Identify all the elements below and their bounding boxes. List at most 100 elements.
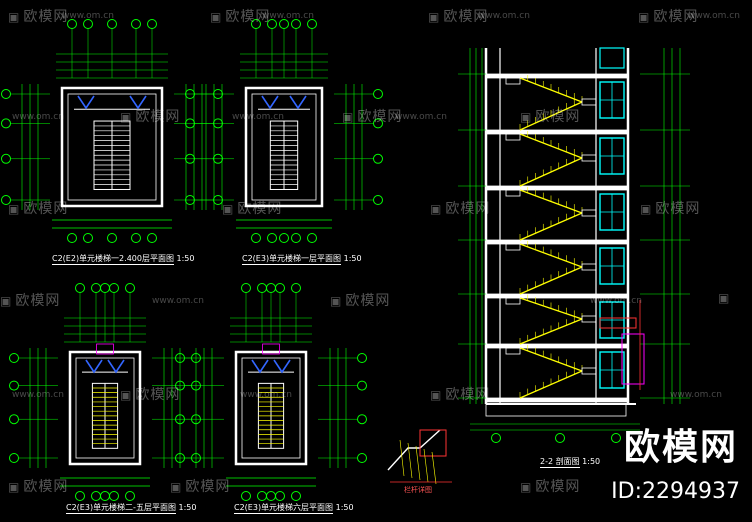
axis-bubble-right (373, 153, 383, 164)
axis-bubble-top (241, 283, 251, 293)
landing (581, 154, 597, 162)
axis-bubble-left (9, 453, 19, 463)
watermark-url: www.om.cn (590, 296, 642, 306)
wall-outline (60, 86, 164, 208)
watermark-text: 欧模网 (357, 109, 403, 125)
detail-hatch (399, 439, 405, 477)
watermark-logo: ▣欧模网 (8, 6, 68, 26)
door-swing (85, 359, 103, 374)
axis-bubble-right (373, 89, 383, 99)
floor-plan (185, 19, 383, 243)
caption-plan-bot-left: C2(E3)单元楼梯二-五层平面图 1:50 (66, 502, 197, 514)
axis-bubble-bottom (131, 233, 141, 243)
landing (505, 297, 521, 305)
axis-bubble-left (9, 353, 19, 363)
axis-bubble-bottom (67, 233, 77, 243)
wall-inner (67, 93, 157, 201)
watermark-logo-icon: ▣ (210, 10, 223, 24)
roof-hatch (96, 343, 114, 355)
axis-bubble-left (185, 195, 195, 205)
watermark-logo: ▣欧模网 (120, 106, 180, 126)
landing (581, 263, 597, 271)
floor-slab (485, 129, 629, 135)
landing (505, 189, 521, 197)
caption-scale: 1:50 (178, 503, 197, 512)
watermark-url: www.om.cn (12, 390, 64, 400)
wall-inner (241, 357, 301, 459)
floor-slab (485, 185, 629, 191)
axis-bubble-left (175, 380, 185, 391)
axis-bubble-right (373, 118, 383, 129)
axis-bubble-bottom (109, 491, 119, 501)
foundation (485, 403, 627, 417)
caption-section: 2-2 剖面图 1:50 (540, 456, 601, 468)
landing (581, 209, 597, 217)
watermark-logo: ▣欧模网 (222, 198, 282, 218)
detail-hatch (407, 442, 413, 479)
landing (505, 347, 521, 355)
landing (581, 367, 597, 375)
caption-detail: 栏杆详图 (404, 486, 432, 494)
watermark-logo-icon: ▣ (428, 10, 441, 24)
watermark-logo-icon: ▣ (120, 110, 133, 124)
watermark-url: www.om.cn (152, 296, 204, 306)
axis-bubble-top (75, 283, 85, 293)
wall-outline (244, 86, 324, 208)
door-swing (273, 359, 291, 374)
watermark-url: www.om.cn (395, 112, 447, 122)
door-swing (107, 359, 125, 374)
watermark-logo-icon: ▣ (430, 388, 443, 402)
railing-detail (387, 429, 452, 485)
floor-plan (9, 283, 201, 501)
caption-plan-bot-mid: C2(E3)单元楼梯六层平面图 1:50 (234, 502, 354, 514)
window-frame (599, 47, 625, 69)
caption-scale: 1:50 (582, 457, 601, 466)
watermark-logo-icon: ▣ (520, 110, 533, 124)
axis-bubble-top (83, 19, 93, 29)
axis-bubble-top (67, 19, 77, 29)
watermark-logo: ▣欧模网 (520, 476, 580, 496)
watermark-logo-icon: ▣ (638, 10, 651, 24)
floor-plan (175, 283, 367, 501)
axis-bubble-top (109, 283, 119, 293)
wall-inner (75, 357, 135, 459)
door-swing (77, 95, 95, 110)
caption-plan-top-mid: C2(E3)单元楼梯一层平面图 1:50 (242, 253, 362, 265)
watermark-text: 欧模网 (655, 201, 701, 217)
brand-id: ID:2294937 (611, 479, 740, 504)
axis-bubble-left (1, 118, 11, 129)
watermark-logo: ▣欧模网 (342, 106, 402, 126)
axis-bubble-top (266, 283, 276, 293)
watermark-logo: ▣欧模网 (640, 198, 700, 218)
wall-inner (251, 93, 317, 201)
watermark-logo: ▣欧模网 (8, 476, 68, 496)
axis-bubble-bottom (275, 491, 285, 501)
landing (581, 98, 597, 106)
caption-text: C2(E2)单元楼梯一2.400层平面图 (52, 254, 174, 265)
entry-door (621, 333, 645, 385)
axis-bubble-left (175, 353, 185, 363)
caption-scale: 1:50 (343, 254, 362, 263)
brand-name: 欧模网 (623, 427, 738, 468)
door-swing (129, 95, 147, 110)
axis-bubble-bottom (251, 233, 261, 243)
watermark-logo: ▣欧模网 (638, 6, 698, 26)
landing (505, 77, 521, 85)
axis-bubble-top (107, 19, 117, 29)
watermark-logo-icon: ▣ (0, 294, 13, 308)
floor-plans (1, 19, 383, 501)
watermark-logo: ▣欧模网 (430, 198, 490, 218)
watermark-text: 欧模网 (135, 109, 181, 125)
axis-bubble-left (9, 380, 19, 391)
axis-bubble-bottom (266, 491, 276, 501)
detail-hatch (423, 448, 429, 483)
watermark-logo-icon: ▣ (222, 202, 235, 216)
axis-bubble-top (291, 283, 301, 293)
axis-bubble-bottom (100, 491, 110, 501)
watermark-logo: ▣欧模网 (520, 106, 580, 126)
watermark-text: 欧模网 (23, 479, 69, 495)
caption-scale: 1:50 (335, 503, 354, 512)
axis-bubble-top (131, 19, 141, 29)
detail-hatch (415, 445, 421, 481)
axis-bubble-bottom (267, 233, 277, 243)
